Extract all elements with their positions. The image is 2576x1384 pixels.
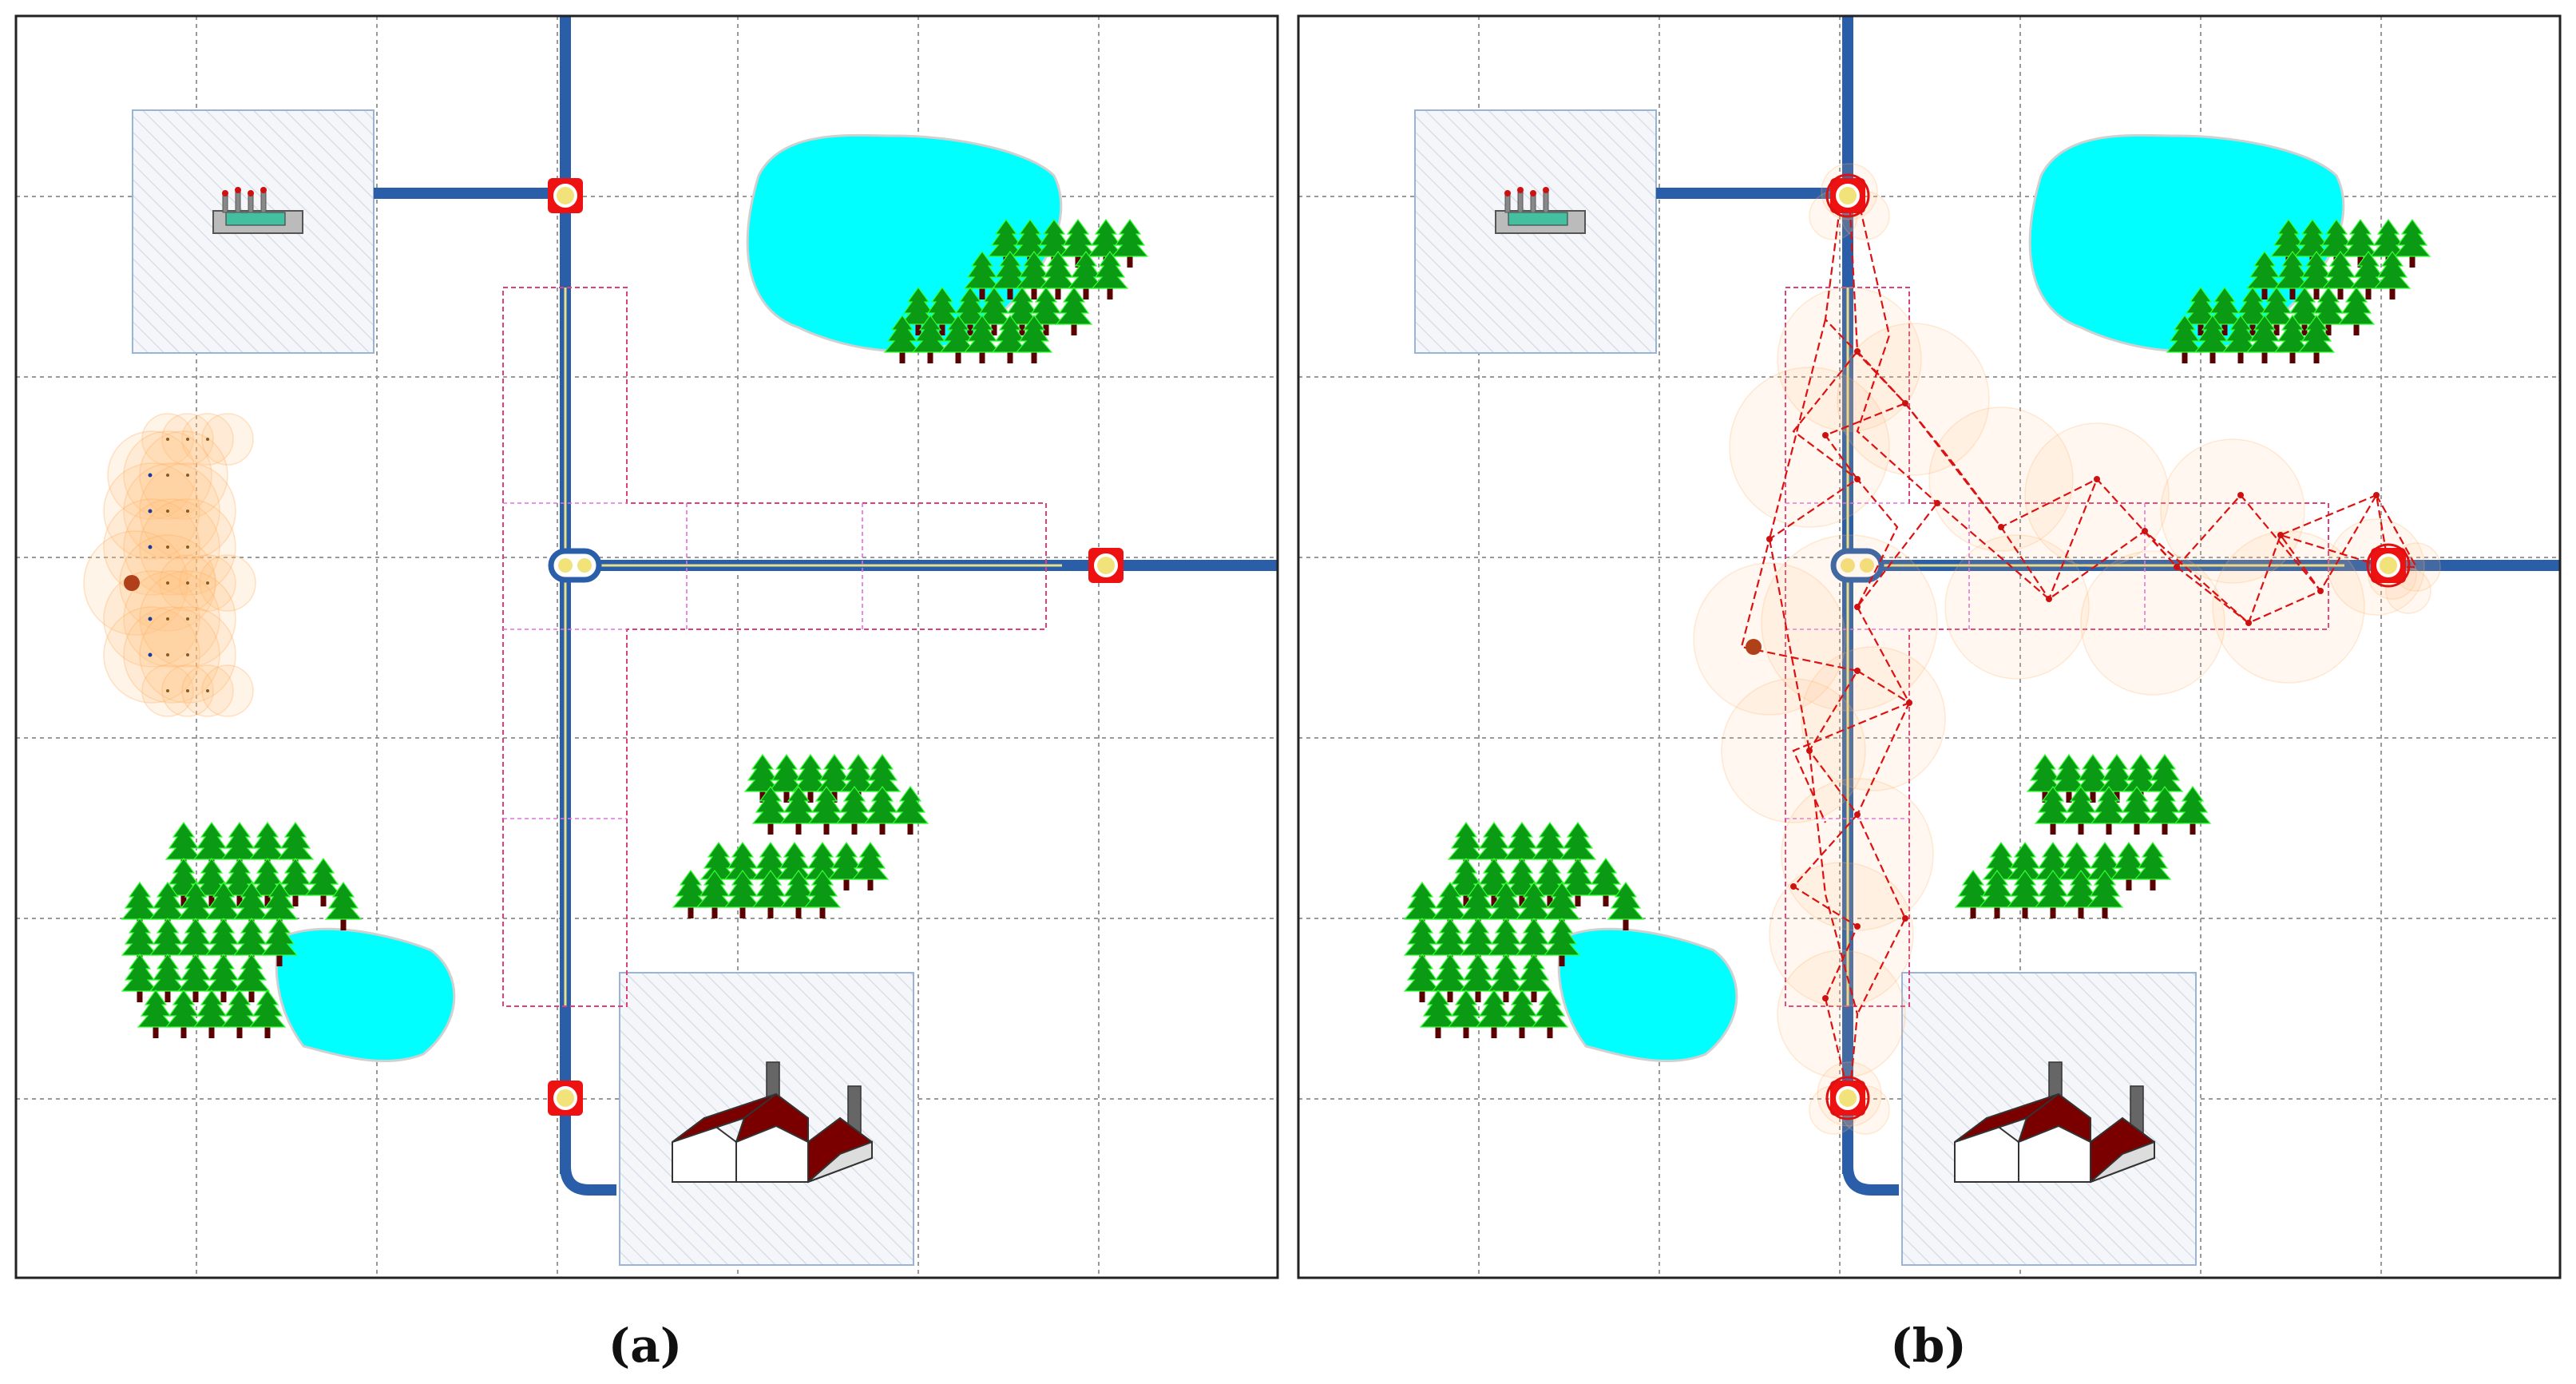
planned-path <box>1740 195 2418 1099</box>
waypoint-icon <box>2370 547 2407 584</box>
caption-b: (b) <box>1890 1319 1966 1373</box>
panel-b <box>1298 16 2560 1278</box>
waypoint-icon <box>1088 547 1124 584</box>
start-point-icon <box>1746 639 1762 655</box>
waypoint-icon <box>547 177 584 214</box>
start-point-icon <box>124 575 140 591</box>
waypoint-icon <box>547 1080 584 1116</box>
caption-a: (a) <box>608 1319 682 1373</box>
panel-a <box>16 16 1278 1278</box>
waypoint-icon <box>1829 1080 1866 1116</box>
waypoint-icon <box>1829 177 1866 214</box>
